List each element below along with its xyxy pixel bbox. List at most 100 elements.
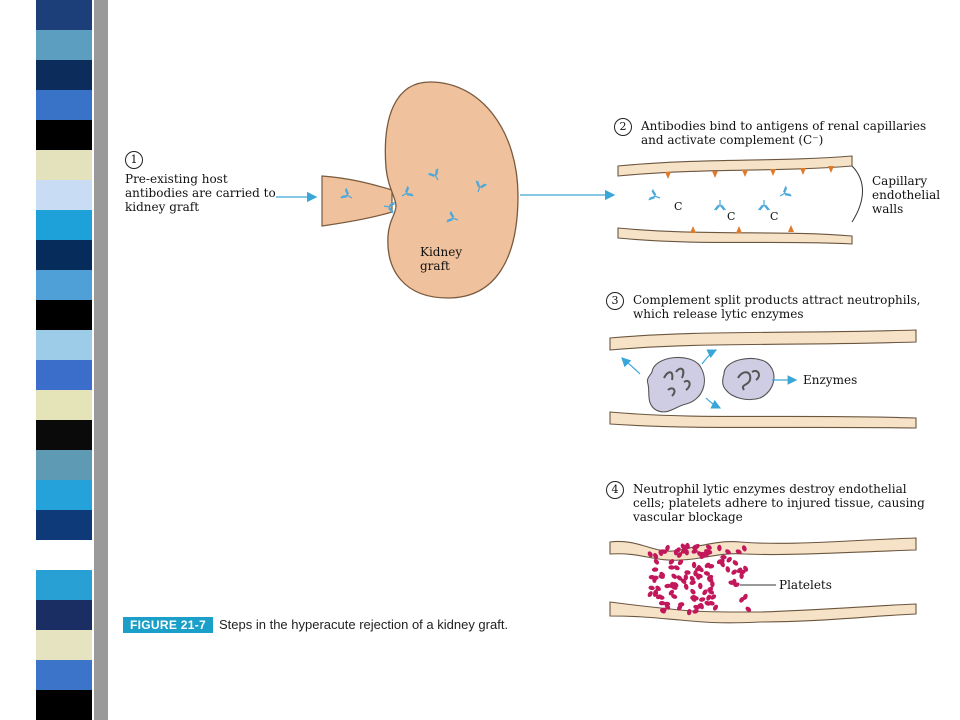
capillary-panel-4 [609,537,917,624]
platelet [677,604,683,611]
platelet [671,594,678,599]
figure-number-tag: FIGURE 21-7 [123,617,213,633]
platelet [745,606,752,612]
strip-block [36,330,92,361]
neutrophil-1 [646,356,705,413]
platelet [658,600,666,606]
figure-caption: FIGURE 21-7 Steps in the hyperacute rejec… [123,617,508,633]
platelet [698,582,703,590]
complement-label-1: C [674,200,683,213]
strip-block [36,240,92,271]
platelet [725,566,731,573]
renal-artery [321,175,393,227]
platelet [652,576,657,583]
platelet [708,600,715,606]
platelet [736,567,743,574]
platelet [708,589,715,595]
platelet [648,585,655,591]
platelet [683,583,689,590]
platelet [717,544,722,552]
strip-block [36,210,92,241]
platelet [684,549,689,556]
strip-block [36,660,92,691]
platelet [689,580,696,586]
step-2-number: 2 [614,118,632,136]
platelet [683,574,689,581]
capillary-panel-3 [609,329,917,429]
strip-block [36,600,92,631]
strip-block [36,30,92,61]
strip-block [36,150,92,181]
platelet [659,571,666,578]
complement-label-2: C [727,210,736,223]
platelet [690,588,696,595]
platelet [707,564,715,569]
enzymes-label: Enzymes [803,373,858,387]
strip-block [36,420,92,451]
platelet [698,566,704,573]
strip-block [36,180,92,211]
capillary-panel-2 [617,155,863,245]
strip-block [36,630,92,661]
kidney-graft-label: Kidney graft [420,245,463,273]
platelet [707,574,714,580]
strip-block [36,690,92,720]
platelet [731,569,738,575]
platelet [668,589,675,596]
capillary-walls-label: Capillary endothelial walls [872,174,941,216]
strip-block [36,510,92,541]
platelet [692,544,698,550]
platelet [680,578,687,584]
platelet [726,556,732,563]
platelet [693,570,698,577]
platelet [676,575,683,581]
platelet [671,585,678,590]
step-3-text: Complement split products attract neutro… [633,293,921,321]
platelet [710,594,717,600]
platelet [696,573,703,579]
platelet [698,551,705,557]
step-1-number: 1 [125,151,143,169]
strip-block [36,450,92,481]
platelet [684,570,691,575]
platelet [673,549,679,556]
platelet [647,591,653,598]
step-1-text: Pre-existing host antibodies are carried… [125,172,276,214]
platelet [739,572,744,579]
platelet [651,567,659,572]
step-4-text: Neutrophil lytic enzymes destroy endothe… [633,482,925,524]
platelet [732,560,739,566]
platelet [712,604,719,611]
platelet [689,575,695,582]
platelet [668,559,675,565]
figure-caption-text: Steps in the hyperacute rejection of a k… [219,617,509,632]
platelet [706,594,712,601]
platelet [719,558,725,565]
strip-block [36,120,92,151]
platelet [703,571,711,576]
platelet [692,608,699,614]
platelet [739,596,745,603]
neutrophil-2 [722,357,775,401]
platelet [671,573,678,579]
platelet [728,580,735,585]
strip-block [36,360,92,391]
platelet [699,597,706,602]
platelet [665,544,670,552]
platelet [702,589,708,596]
kidney-graft [384,81,519,299]
platelet [683,544,690,550]
complement-label-3: C [770,210,779,223]
step-3-number: 3 [606,292,624,310]
platelet [741,545,747,552]
platelet [743,565,749,572]
platelet [691,548,698,554]
platelet [676,552,683,558]
platelet [673,565,680,571]
platelet [710,580,715,588]
platelet [693,604,700,610]
strip-block [36,300,92,331]
decorative-color-strip [0,0,110,720]
